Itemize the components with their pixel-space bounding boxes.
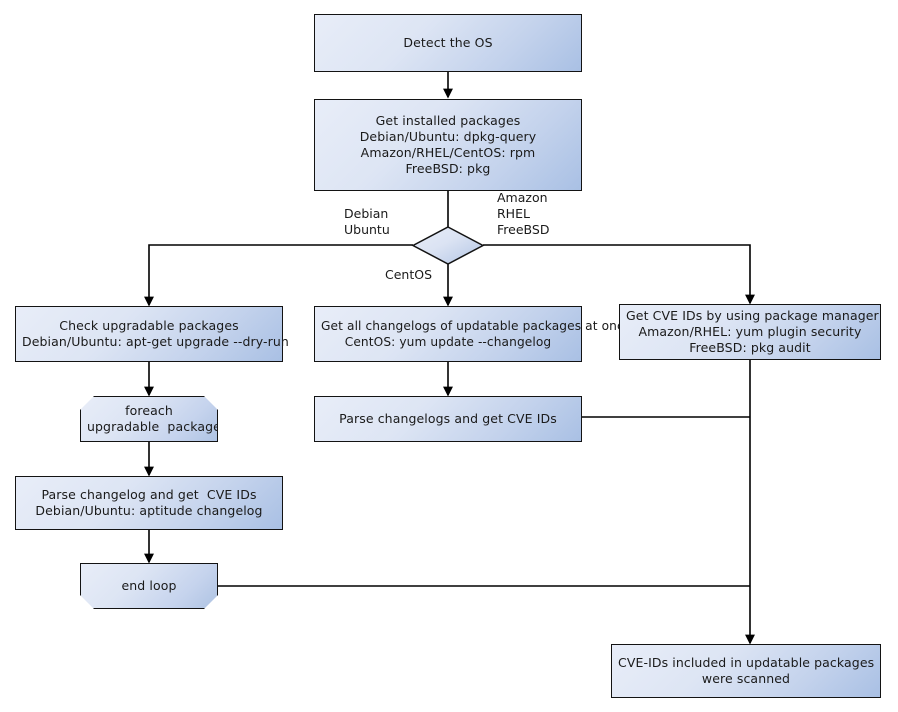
node-scanned-result-label: CVE-IDs included in updatable packages w…	[618, 655, 875, 686]
node-foreach-loop[interactable]: foreach upgradable packages	[80, 396, 218, 442]
node-end-loop[interactable]: end loop	[80, 563, 218, 609]
edge-decision-to-check-upgradable	[144, 244, 413, 307]
edge-label-branch-centos: CentOS	[385, 267, 433, 282]
node-parse-changelogs-all[interactable]: Parse changelogs and get CVE IDs	[314, 396, 582, 442]
node-scanned-result[interactable]: CVE-IDs included in updatable packages w…	[611, 644, 881, 698]
node-parse-changelog-single-label: Parse changelog and get CVE IDs Debian/U…	[35, 487, 263, 518]
node-get-installed-packages-label: Get installed packages Debian/Ubuntu: dp…	[359, 113, 537, 176]
node-check-upgradable-label: Check upgradable packages Debian/Ubuntu:…	[22, 318, 289, 349]
node-get-installed-packages[interactable]: Get installed packages Debian/Ubuntu: dp…	[314, 99, 582, 191]
edge-decision-to-pkgmgr	[483, 244, 755, 305]
node-get-all-changelogs-label: Get all changelogs of updatable packages…	[321, 319, 632, 349]
node-get-cve-ids-pkgmgr-label: Get CVE IDs by using package manager Ama…	[626, 308, 879, 355]
edge-label-branch-amazon: Amazon RHEL FreeBSD	[497, 190, 550, 237]
node-foreach-loop-label: foreach upgradable packages	[87, 403, 228, 434]
node-get-cve-ids-pkgmgr[interactable]: Get CVE IDs by using package manager Ama…	[619, 304, 881, 360]
node-check-upgradable[interactable]: Check upgradable packages Debian/Ubuntu:…	[15, 306, 289, 362]
node-os-decision[interactable]	[411, 226, 485, 265]
node-get-all-changelogs[interactable]: Get all changelogs of updatable packages…	[314, 306, 632, 362]
node-end-loop-label: end loop	[121, 578, 177, 593]
node-parse-changelogs-all-label: Parse changelogs and get CVE IDs	[339, 411, 557, 426]
edge-label-branch-debian: Debian Ubuntu	[344, 206, 390, 237]
node-detect-os[interactable]: Detect the OS	[314, 14, 582, 72]
node-parse-changelog-single[interactable]: Parse changelog and get CVE IDs Debian/U…	[15, 476, 283, 530]
node-detect-os-label: Detect the OS	[403, 35, 493, 50]
